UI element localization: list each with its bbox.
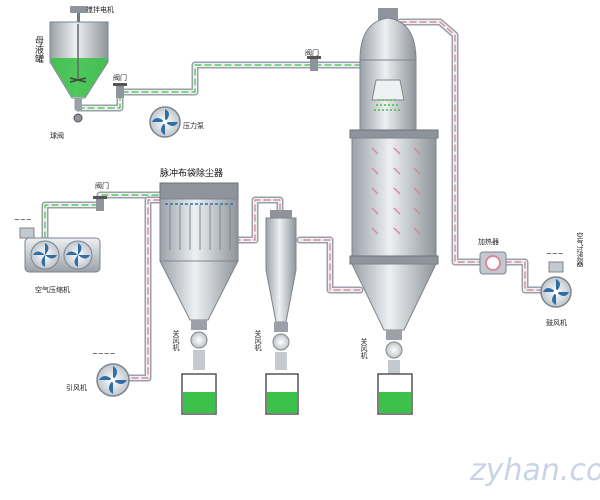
heater-label: 加热器: [478, 237, 499, 246]
watermark: zyhan.com: [469, 453, 600, 488]
induced-fan-icon: ~~~~: [92, 350, 130, 397]
valve-icon: [113, 83, 127, 98]
collection-bin: [181, 373, 217, 415]
valve-label-pipe: 阀门: [305, 48, 319, 57]
collection-bin: [377, 373, 413, 415]
air-lock-label-2: 关风机: [254, 329, 262, 352]
pressure-pump-label: 压力泵: [183, 121, 204, 130]
svg-text:~~~: ~~~: [546, 250, 564, 258]
cyclone-separator: [265, 210, 297, 370]
valve-label-left: 阀门: [95, 181, 109, 190]
air-filter-label: 空气过滤器: [576, 231, 584, 268]
svg-text:~~~~: ~~~~: [92, 350, 116, 358]
mother-liquor-tank: [49, 6, 109, 110]
valve-icon: [93, 196, 107, 211]
valve-icon: [307, 56, 321, 71]
air-compressor-icon: ~~~: [14, 216, 101, 273]
stir-motor-label: 搅拌电机: [86, 5, 114, 14]
ball-valve-label: 球阀: [50, 131, 64, 140]
air-lock-label-1: 关风机: [172, 329, 180, 352]
air-compressor-label: 空气压缩机: [35, 285, 70, 294]
valve-label-top: 阀门: [113, 73, 127, 82]
svg-text:~~~: ~~~: [14, 216, 32, 224]
blower-label: 鼓风机: [546, 318, 567, 327]
pulse-bag-filter: [159, 182, 239, 370]
air-lock-label-3: 关风机: [360, 337, 368, 360]
heater-icon: [479, 251, 507, 275]
pressure-pump-icon: [149, 106, 181, 138]
spray-drying-tower: [349, 8, 439, 374]
collection-bin: [265, 373, 299, 415]
mother-tank-label: 母液罐: [33, 36, 44, 64]
ball-valve-icon: [73, 113, 83, 123]
pulse-bag-filter-label: 脉冲布袋除尘器: [160, 167, 223, 179]
pipes: [41, 18, 552, 382]
blower-icon: ~~~: [540, 250, 572, 308]
induced-fan-label: 引风机: [66, 383, 87, 392]
